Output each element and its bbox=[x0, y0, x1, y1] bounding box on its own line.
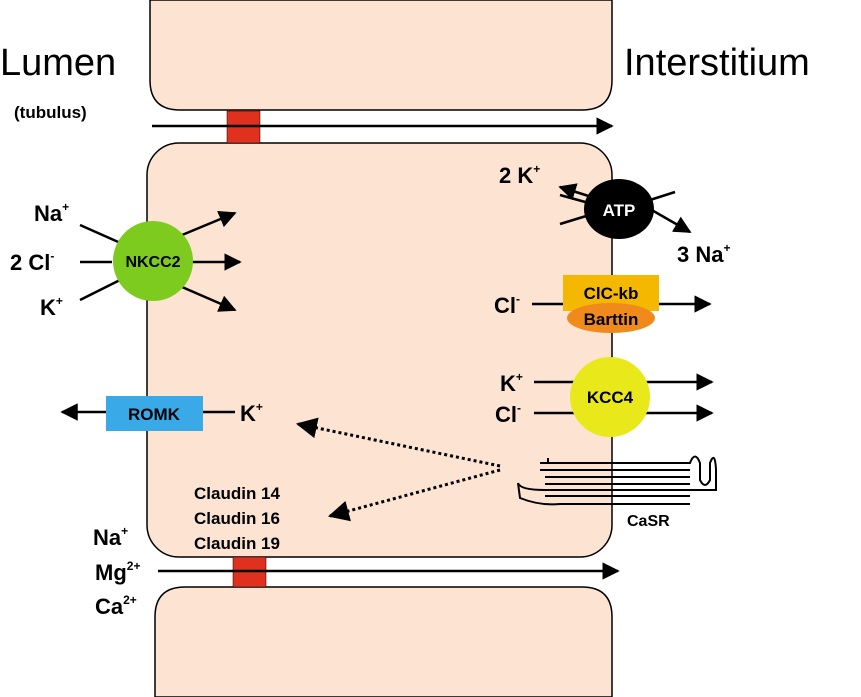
barttin-subunit bbox=[567, 303, 655, 333]
middle-cell bbox=[146, 142, 613, 558]
clc-cl-ion: Cl- bbox=[494, 292, 520, 318]
nkcc2-na-ion: Na+ bbox=[34, 200, 69, 226]
romk-k-ion: K+ bbox=[240, 400, 263, 426]
atp-na-ion: 3 Na+ bbox=[677, 241, 731, 267]
atp-na-arrow bbox=[649, 207, 692, 234]
clc-kb-label: ClC-kb bbox=[584, 284, 639, 303]
barttin-label: Barttin bbox=[584, 310, 639, 329]
romk-label: ROMK bbox=[128, 405, 181, 424]
kcc4-k-ion: K+ bbox=[500, 370, 523, 396]
nkcc2-k-line bbox=[79, 277, 123, 302]
nkcc2-na-line bbox=[79, 223, 126, 247]
para-mg-ion: Mg2+ bbox=[95, 559, 140, 585]
bottom-cell bbox=[154, 586, 613, 697]
nkcc2-out-arrow-up bbox=[181, 210, 237, 237]
claudin-16-label: Claudin 16 bbox=[194, 509, 280, 528]
casr-arrow-claudin bbox=[327, 468, 501, 522]
para-ca-ion: Ca2+ bbox=[95, 593, 137, 619]
atp-pump bbox=[584, 179, 654, 239]
nkcc2-label: NKCC2 bbox=[125, 254, 180, 271]
atp-label: ATP bbox=[603, 201, 636, 220]
claudin-19-label: Claudin 19 bbox=[194, 534, 280, 553]
romk-channel bbox=[106, 396, 203, 431]
kcc4-transporter bbox=[570, 357, 650, 437]
para-na-ion: Na+ bbox=[93, 524, 128, 550]
nkcc2-cl-ion: 2 Cl- bbox=[10, 249, 54, 275]
nkcc2-out-arrow-down bbox=[181, 285, 237, 312]
top-cell bbox=[149, 0, 613, 111]
kcc4-label: KCC4 bbox=[587, 388, 634, 407]
casr-receptor bbox=[517, 455, 717, 506]
atp-na-in-line bbox=[649, 190, 676, 202]
lumen-label: Lumen bbox=[0, 42, 116, 84]
interstitium-label: Interstitium bbox=[624, 42, 810, 84]
claudin-14-label: Claudin 14 bbox=[194, 484, 281, 503]
casr-arrow-romk bbox=[295, 417, 501, 468]
nkcc2-k-ion: K+ bbox=[40, 294, 63, 320]
nkcc2-transporter bbox=[113, 221, 193, 301]
tubulus-label: (tubulus) bbox=[14, 103, 87, 122]
kcc4-cl-ion: Cl- bbox=[495, 401, 521, 427]
atp-k-ion: 2 K+ bbox=[499, 162, 540, 188]
casr-label: CaSR bbox=[627, 513, 670, 530]
